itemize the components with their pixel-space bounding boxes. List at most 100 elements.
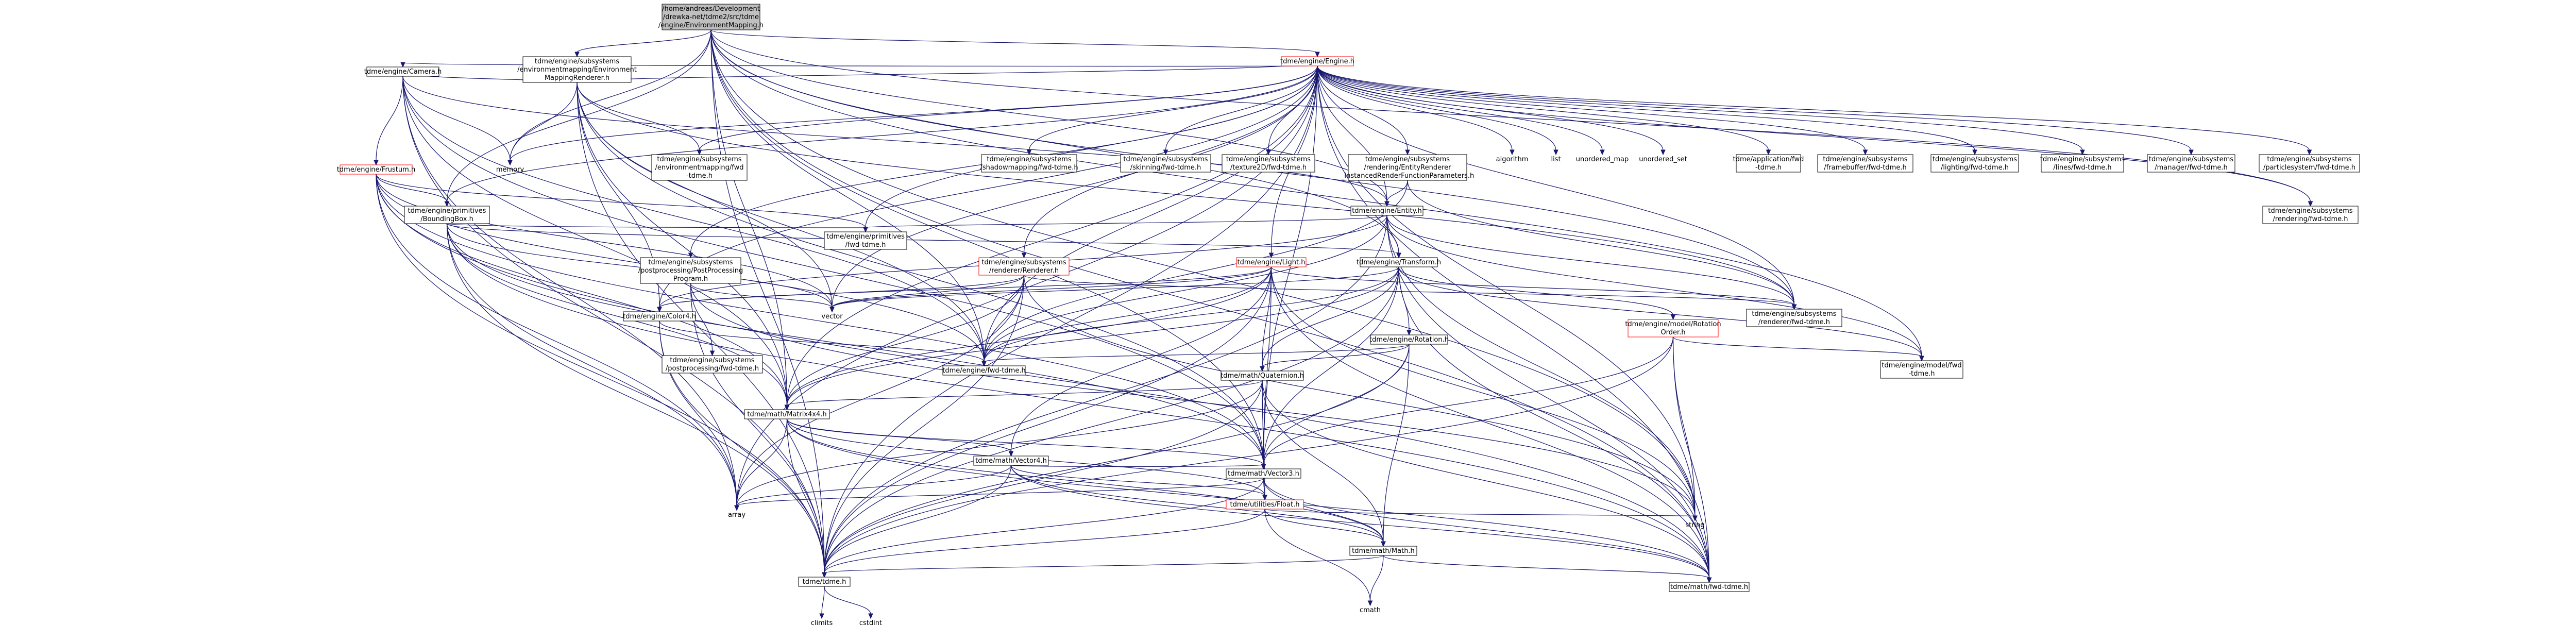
edge-frustum-to-array bbox=[376, 174, 739, 511]
node-entityrenderer[interactable]: tdme/engine/subsystems/rendering/EntityR… bbox=[1341, 154, 1474, 181]
edge-postproc-to-vector bbox=[690, 283, 835, 313]
node-label: tdme/engine/Light.h bbox=[1238, 259, 1306, 266]
edge-color4-to-array bbox=[659, 320, 739, 511]
node-primitives[interactable]: tdme/engine/primitives/BoundingBox.h bbox=[404, 206, 490, 224]
node-root[interactable]: /home/andreas/Development/drewka-net/tdm… bbox=[658, 4, 764, 30]
node-appfwd[interactable]: tdme/application/fwd-tdme.h bbox=[1733, 154, 1804, 173]
node-unordered_map: unordered_map bbox=[1576, 156, 1629, 163]
node-frustum[interactable]: tdme/engine/Frustum.h bbox=[337, 164, 415, 175]
node-modelfwd[interactable]: tdme/engine/model/fwd-tdme.h bbox=[1880, 360, 1963, 379]
edge-root-to-engine bbox=[710, 29, 1320, 58]
node-linesfwd[interactable]: tdme/engine/subsystems/lines/fwd-tdme.h bbox=[2040, 154, 2125, 173]
edge-quaternion-to-matrix4x4 bbox=[784, 380, 1263, 411]
edge-engine-to-list bbox=[1317, 65, 1558, 156]
edge-camera-to-memory bbox=[402, 76, 513, 166]
node-rotation[interactable]: tdme/engine/Rotation.h bbox=[1369, 334, 1449, 345]
edge-light-to-tdme bbox=[822, 266, 1272, 578]
node-label: /rendering/EntityRenderer bbox=[1364, 164, 1451, 172]
node-label: /skinning/fwd-tdme.h bbox=[1130, 164, 1201, 172]
edge-engine-to-texture2dfwd bbox=[1266, 65, 1318, 156]
node-label: tdme/engine/Entity.h bbox=[1352, 207, 1422, 215]
node-engine[interactable]: tdme/engine/Engine.h bbox=[1280, 56, 1354, 66]
node-label: /environmentmapping/fwd bbox=[655, 164, 743, 172]
node-label: tdme/engine/primitives bbox=[408, 207, 486, 215]
edge-float-to-string bbox=[1264, 509, 1698, 521]
edge-quaternion-to-math bbox=[1262, 380, 1386, 547]
node-label: /renderer/Renderer.h bbox=[989, 267, 1059, 275]
edge-postproc-to-tdme bbox=[690, 283, 827, 578]
node-label: tdme/math/Vector3.h bbox=[1228, 470, 1299, 478]
node-label: memory bbox=[496, 166, 524, 174]
node-float[interactable]: tdme/utilities/Float.h bbox=[1226, 499, 1304, 510]
edge-light-to-rendererfwd bbox=[1270, 266, 1797, 310]
node-matrix4x4[interactable]: tdme/math/Matrix4x4.h bbox=[744, 409, 830, 419]
node-label: string bbox=[1685, 521, 1704, 529]
node-entity[interactable]: tdme/engine/Entity.h bbox=[1350, 206, 1423, 216]
edge-primitives-to-tdme bbox=[446, 223, 827, 578]
node-label: MappingRenderer.h bbox=[545, 74, 609, 82]
node-label: tdme/engine/fwd-tdme.h bbox=[942, 367, 1025, 375]
node-label: tdme/engine/Color4.h bbox=[623, 313, 696, 320]
node-cmath: cmath bbox=[1360, 606, 1381, 614]
node-label: climits bbox=[811, 619, 833, 627]
node-framebufferfwd[interactable]: tdme/engine/subsystems/framebuffer/fwd-t… bbox=[1817, 154, 1913, 173]
node-color4[interactable]: tdme/engine/Color4.h bbox=[623, 311, 696, 322]
node-light[interactable]: tdme/engine/Light.h bbox=[1236, 257, 1307, 267]
node-texture2dfwd[interactable]: tdme/engine/subsystems/texture2D/fwd-tdm… bbox=[1222, 154, 1315, 173]
node-label: /particlesystem/fwd-tdme.h bbox=[2263, 164, 2355, 172]
node-label: tdme/engine/subsystems bbox=[987, 156, 1071, 163]
node-postproc[interactable]: tdme/engine/subsystems/postprocessing/Po… bbox=[638, 257, 743, 284]
node-label: tdme/engine/subsystems bbox=[657, 156, 741, 163]
node-cstdint: cstdint bbox=[859, 619, 882, 627]
edge-transform-to-vector bbox=[829, 266, 1399, 313]
node-particlefwd[interactable]: tdme/engine/subsystems/particlesystem/fw… bbox=[2259, 154, 2360, 173]
node-lightingfwd[interactable]: tdme/engine/subsystems/lighting/fwd-tdme… bbox=[1930, 154, 2019, 173]
edge-math-to-tdme bbox=[822, 555, 1384, 578]
edge-camera-to-vector3 bbox=[402, 76, 1266, 470]
edge-engine-to-linesfwd bbox=[1317, 65, 2085, 156]
edge-frustum-to-primitives bbox=[376, 174, 450, 207]
edge-camera-to-entity bbox=[402, 76, 1389, 207]
node-label: cstdint bbox=[859, 619, 882, 627]
node-managerfwd[interactable]: tdme/engine/subsystems/manager/fwd-tdme.… bbox=[2147, 154, 2235, 173]
node-label: -tdme.h bbox=[1908, 370, 1935, 378]
node-math[interactable]: tdme/math/Math.h bbox=[1349, 546, 1417, 556]
node-postprocfwd[interactable]: tdme/engine/subsystems/postprocessing/fw… bbox=[662, 355, 763, 374]
graph-edges bbox=[374, 29, 2313, 619]
node-label: /BoundingBox.h bbox=[420, 215, 473, 223]
edge-math-to-cmath bbox=[1367, 555, 1384, 606]
node-label: tdme/math/Matrix4x4.h bbox=[747, 411, 826, 418]
node-renderer[interactable]: tdme/engine/subsystems/renderer/Renderer… bbox=[978, 257, 1070, 276]
node-label: tdme/engine/subsystems bbox=[2268, 207, 2352, 215]
node-skinningfwd[interactable]: tdme/engine/subsystems/skinning/fwd-tdme… bbox=[1120, 154, 1211, 173]
node-rendererfwd[interactable]: tdme/engine/subsystems/renderer/fwd-tdme… bbox=[1746, 309, 1842, 327]
node-enginefwd[interactable]: tdme/engine/fwd-tdme.h bbox=[942, 365, 1026, 376]
node-primfwd[interactable]: tdme/engine/primitives/fwd-tdme.h bbox=[824, 231, 907, 250]
edge-rotation-to-tdme bbox=[822, 344, 1410, 578]
node-vector4[interactable]: tdme/math/Vector4.h bbox=[973, 456, 1049, 466]
node-quaternion[interactable]: tdme/math/Quaternion.h bbox=[1221, 370, 1304, 381]
node-camera[interactable]: tdme/engine/Camera.h bbox=[364, 66, 442, 77]
edge-math-to-mathfwd bbox=[1383, 555, 1712, 583]
node-shadowfwd[interactable]: tdme/engine/subsystems/shadowmapping/fwd… bbox=[980, 154, 1078, 173]
node-label: /drewka-net/tdme2/src/tdme bbox=[663, 13, 759, 21]
edge-engine-to-appfwd bbox=[1317, 65, 1771, 156]
node-envfwd[interactable]: tdme/engine/subsystems/environmentmappin… bbox=[651, 154, 748, 181]
edge-vector3-to-array bbox=[734, 478, 1264, 511]
node-label: /engine/EnvironmentMapping.h bbox=[658, 22, 764, 29]
node-label: tdme/engine/model/Rotation bbox=[1625, 320, 1721, 328]
node-label: vector bbox=[821, 313, 843, 320]
node-label: /postprocessing/fwd-tdme.h bbox=[666, 365, 759, 373]
node-vector3[interactable]: tdme/math/Vector3.h bbox=[1226, 468, 1301, 479]
node-tdme[interactable]: tdme/tdme.h bbox=[798, 577, 851, 587]
node-mathfwd[interactable]: tdme/math/fwd-tdme.h bbox=[1669, 582, 1750, 592]
node-label: Order.h bbox=[1660, 329, 1685, 336]
node-renderingfwd[interactable]: tdme/engine/subsystems/rendering/fwd-tdm… bbox=[2262, 206, 2359, 224]
node-label: cmath bbox=[1360, 606, 1381, 614]
node-envrenderer[interactable]: tdme/engine/subsystems/environmentmappin… bbox=[517, 56, 637, 83]
edge-rotationorder-to-modelfwd bbox=[1672, 336, 1924, 362]
node-transform[interactable]: tdme/engine/Transform.h bbox=[1357, 257, 1441, 267]
edge-frustum-to-vector bbox=[376, 174, 835, 313]
node-memory: memory bbox=[496, 166, 524, 174]
